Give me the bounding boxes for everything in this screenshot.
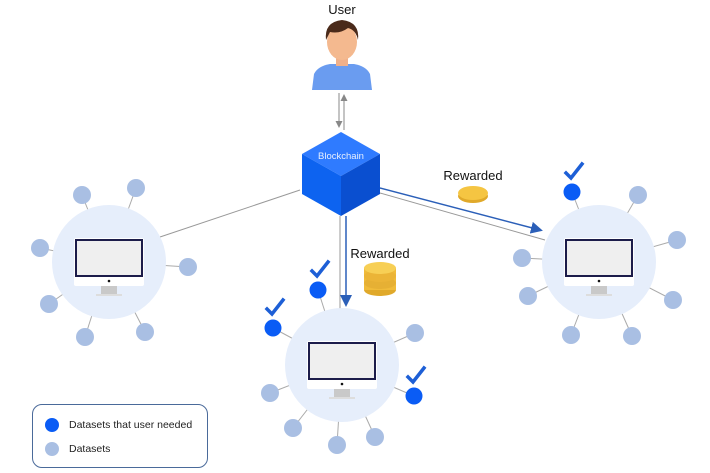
link-left-node xyxy=(159,189,301,238)
legend-label-dataset: Datasets xyxy=(69,443,111,455)
coin-icon xyxy=(458,186,488,203)
dataset xyxy=(328,436,346,454)
dataset xyxy=(73,186,91,204)
needed-dataset xyxy=(563,183,581,201)
dataset xyxy=(76,328,94,346)
monitor-icon xyxy=(307,341,377,399)
monitor-icon xyxy=(564,238,634,296)
dataset xyxy=(127,179,145,197)
dataset xyxy=(519,287,537,305)
dataset xyxy=(261,384,279,402)
computer-node-right xyxy=(513,161,686,345)
checkmark-icon xyxy=(405,365,427,385)
user-label: User xyxy=(328,2,356,17)
dataset xyxy=(513,249,531,267)
needed-dot-icon xyxy=(45,418,59,432)
dataset xyxy=(562,326,580,344)
legend-item-needed: Datasets that user needed xyxy=(45,418,192,432)
dataset xyxy=(40,295,58,313)
user-avatar xyxy=(312,20,372,90)
monitor-icon xyxy=(74,238,144,296)
dataset xyxy=(668,231,686,249)
dataset xyxy=(406,324,424,342)
dataset xyxy=(629,186,647,204)
dataset xyxy=(31,239,49,257)
needed-dataset xyxy=(309,281,327,299)
dataset xyxy=(664,291,682,309)
coin-stack-icon xyxy=(364,262,396,296)
reward-label-center: Rewarded xyxy=(350,246,409,261)
dataset xyxy=(179,258,197,276)
dataset xyxy=(623,327,641,345)
computer-node-center xyxy=(261,259,427,454)
reward-arrow-right xyxy=(379,187,543,234)
checkmark-icon xyxy=(309,259,331,279)
reward-label-right: Rewarded xyxy=(443,168,502,183)
dataset-dot-icon xyxy=(45,442,59,456)
checkmark-icon xyxy=(563,161,585,181)
dataset xyxy=(284,419,302,437)
needed-dataset xyxy=(405,387,423,405)
checkmark-icon xyxy=(264,297,286,317)
legend: Datasets that user needed Datasets xyxy=(32,404,208,468)
blockchain-cube xyxy=(302,132,380,216)
legend-label-needed: Datasets that user needed xyxy=(69,419,193,431)
dataset xyxy=(136,323,154,341)
legend-item-dataset: Datasets xyxy=(45,442,110,456)
computer-node-left xyxy=(31,179,197,346)
blockchain-label: Blockchain xyxy=(318,151,364,162)
dataset xyxy=(366,428,384,446)
link-right-node xyxy=(379,192,546,241)
needed-dataset xyxy=(264,319,282,337)
